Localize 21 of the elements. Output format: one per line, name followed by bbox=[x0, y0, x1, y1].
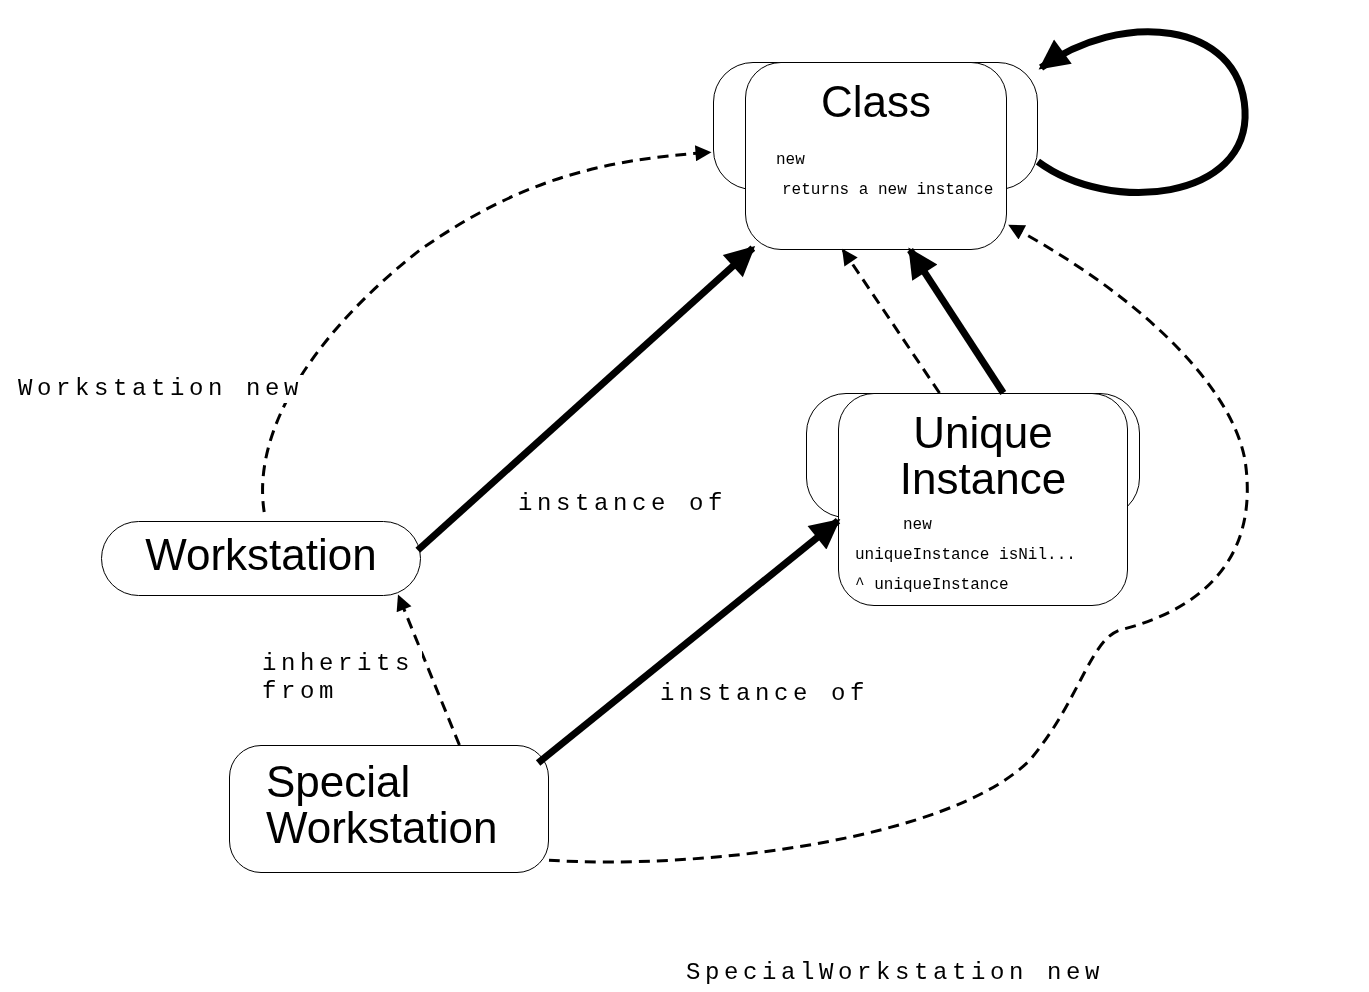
method-text: ^ uniqueInstance bbox=[854, 575, 1010, 596]
rounded-box bbox=[229, 745, 549, 873]
dashed-arrow bbox=[396, 594, 461, 746]
arrow bbox=[415, 245, 756, 553]
arrow bbox=[1036, 28, 1249, 196]
node-title: Workstation bbox=[145, 531, 377, 578]
method-text: returns a new instance bbox=[781, 180, 995, 201]
arrow bbox=[535, 518, 841, 766]
method-text: new bbox=[775, 150, 806, 171]
method-text: new bbox=[902, 515, 933, 536]
method-text: uniqueInstance isNil... bbox=[854, 545, 1077, 566]
dashed-arrow bbox=[841, 248, 941, 394]
rounded-box bbox=[745, 62, 1007, 250]
node-title: Special Workstation bbox=[266, 759, 499, 851]
rounded-box bbox=[838, 393, 1128, 606]
node-title: Class bbox=[820, 76, 932, 125]
edge-label: Workstation new bbox=[18, 375, 304, 403]
arrow bbox=[907, 247, 1007, 395]
dashed-arrow bbox=[261, 145, 712, 513]
node-title: Unique Instance bbox=[898, 407, 1068, 502]
dashed-arrow bbox=[548, 224, 1249, 864]
